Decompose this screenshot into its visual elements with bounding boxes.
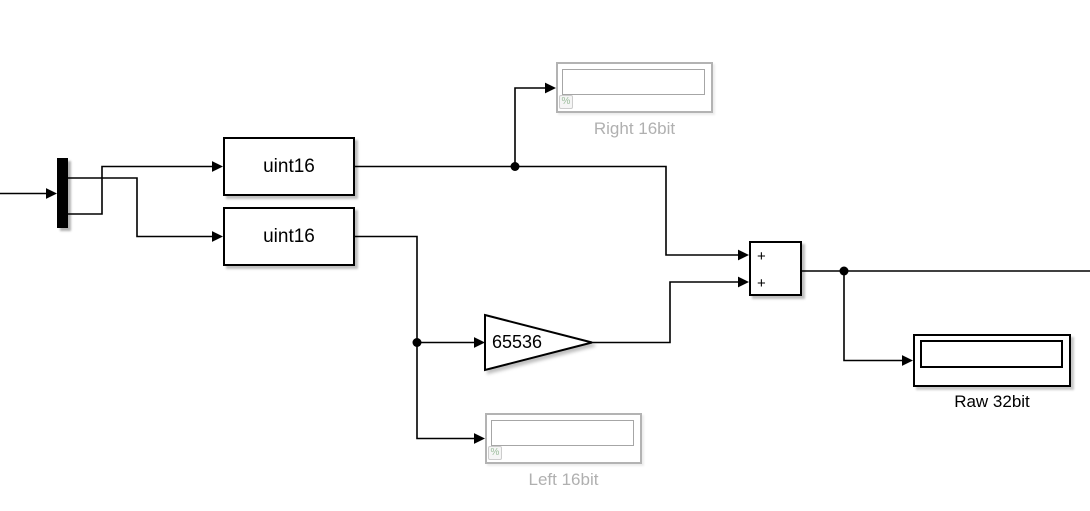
arrowhead — [212, 231, 223, 242]
wire-gain-to-sum[interactable] — [592, 281, 739, 344]
display-raw-label[interactable]: Raw 32bit — [954, 392, 1030, 411]
sum-plus-sign-top: + — [757, 248, 766, 265]
display-right-block[interactable]: % — [556, 62, 713, 113]
arrowhead — [738, 276, 749, 288]
arrowhead — [545, 82, 556, 94]
arrowhead — [474, 433, 485, 444]
display-value-field — [920, 340, 1063, 368]
junction-dot — [510, 162, 520, 171]
display-value-field — [491, 420, 634, 446]
arrowhead — [474, 337, 485, 348]
display-left-label[interactable]: Left 16bit — [528, 470, 599, 489]
display-right-label[interactable]: Right 16bit — [593, 119, 676, 138]
display-value-field — [562, 69, 705, 95]
arrowhead — [212, 161, 223, 172]
arrowhead — [902, 355, 913, 366]
wire-branch-to-raw-display[interactable] — [843, 271, 903, 362]
percent-badge: % — [488, 446, 502, 460]
arrowhead — [46, 188, 57, 199]
junction-dot — [412, 338, 422, 347]
convert2-label: uint16 — [263, 225, 315, 247]
wire-convert1-to-sum[interactable] — [355, 165, 739, 256]
wire-convert2-to-left-display[interactable] — [355, 235, 475, 440]
convert2-block[interactable]: uint16 — [223, 207, 355, 266]
wire-branch-to-right-display[interactable] — [514, 87, 546, 167]
wire-demux-out1-to-convert2[interactable] — [68, 177, 213, 238]
convert1-label: uint16 — [263, 155, 315, 177]
gain-block[interactable] — [484, 313, 593, 372]
arrowhead — [738, 249, 749, 261]
display-left-block[interactable]: % — [485, 413, 642, 464]
percent-badge: % — [559, 95, 573, 109]
wire-demux-out2-to-convert1[interactable] — [68, 165, 213, 215]
convert1-block[interactable]: uint16 — [223, 137, 355, 196]
sum-plus-sign-bottom: + — [757, 275, 766, 292]
gain-label: 65536 — [491, 332, 543, 352]
display-raw-block[interactable] — [913, 334, 1071, 387]
demux-block[interactable] — [57, 158, 68, 228]
junction-dot — [839, 266, 849, 276]
sum-block[interactable]: + + — [749, 241, 802, 296]
